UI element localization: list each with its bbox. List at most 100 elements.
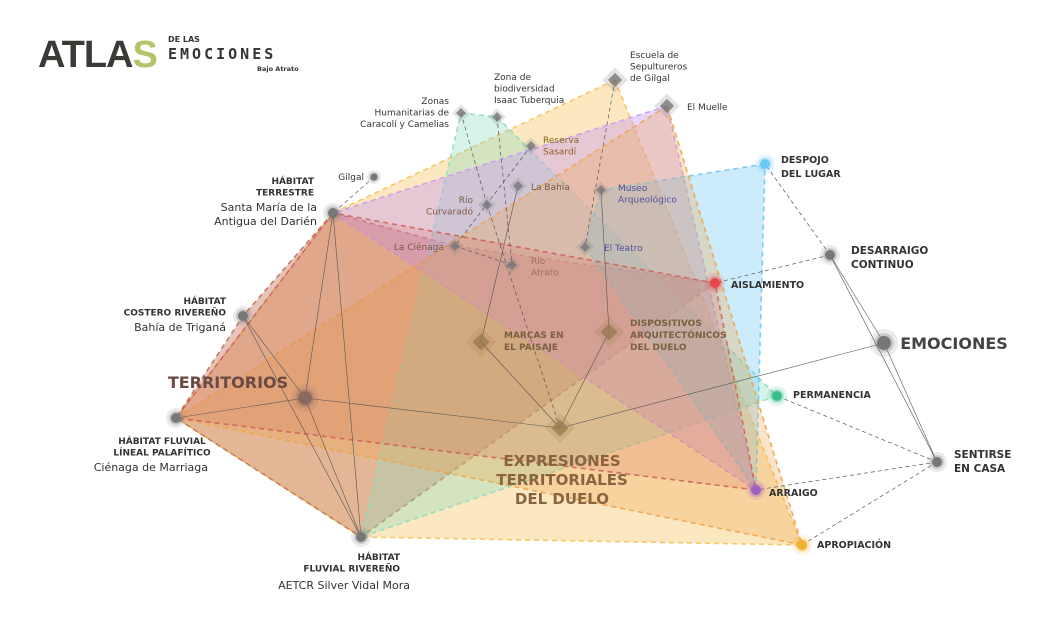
dashed-connector [584,79,616,248]
atlas-logo: ATLAS DE LAS EMOCIONES Bajo Atrato [38,34,308,78]
habitat-node-rivereno[interactable] [356,532,366,542]
place-label-bahia-line: La Bahía [531,183,570,193]
emotion-label-sentirse-line: EN CASA [954,463,1006,475]
place-label-escuela-line: Sepultureros [630,63,687,73]
connector-line [332,212,362,538]
emotion-label-despojo-line: DESPOJO [781,155,829,166]
hub-node-emociones[interactable] [877,336,891,350]
hub-label-expresiones-line: TERRITORIALES [496,471,628,489]
place-label-muelle: El Muelle [687,103,728,113]
place-node-teatro[interactable] [580,242,590,252]
place-node-gilgal[interactable] [370,173,378,181]
place-label-atrato-line: Río [531,257,546,267]
hub-label-expresiones-line: DEL DUELO [515,490,609,508]
connector-line [829,254,885,344]
place-node-cienaga[interactable] [450,241,460,251]
dashed-connector [801,461,938,546]
dashed-connector [496,116,513,266]
place-label-escuela-line: Escuela de [630,51,679,61]
green-area [359,112,779,539]
habitat-place-lineal-line: Ciénaga de Marriaga [94,461,208,474]
place-node-bahia[interactable] [513,181,523,191]
hub-label-emociones: EMOCIONES [900,334,1008,353]
dashed-connector [454,245,513,266]
dashed-connector [755,461,938,491]
place-node-reserva[interactable] [526,141,536,151]
place-label-reserva-line: Sasardí [543,148,577,158]
emotion-node-sentirse[interactable] [932,457,942,467]
connector-line [242,315,306,399]
hub-label-marcas-line: MARCAS EN [504,331,564,341]
connector-line [829,254,938,463]
emotion-node-desarraigo[interactable] [825,250,835,260]
place-node-atrato[interactable] [507,260,517,270]
connector-line [304,397,561,429]
place-label-biodiv-line: Isaac Tuberquia [494,96,564,106]
emotion-label-desarraigo-line: DESARRAIGO [851,245,928,257]
habitat-title-terrestre-line: HÁBITAT [271,175,314,187]
hub-label-dispositivos-line: DEL DUELO [630,343,687,353]
habitat-place-rivereno-line: AETCR Silver Vidal Mora [278,579,410,592]
hub-label-emociones-line: EMOCIONES [900,334,1008,353]
logo-atlas: ATLAS [38,34,158,76]
habitat-place-costero: Bahía de Triganá [134,321,226,334]
emotion-node-arraigo[interactable] [751,485,761,495]
emotion-label-arraigo: ARRAIGO [769,488,818,499]
place-label-muelle-line: El Muelle [687,103,728,113]
hub-node-expresiones[interactable] [551,419,569,437]
dashed-connector [714,254,831,284]
habitat-node-costero[interactable] [238,311,248,321]
habitat-title-lineal-line: LÍNEAL PALAFÍTICO [113,447,211,459]
emotion-label-apropiacion-line: APROPIACIÓN [817,539,891,551]
logo-emociones: EMOCIONES [168,45,277,63]
emotion-label-despojo-line: DEL LUGAR [781,169,841,180]
place-label-teatro-line: El Teatro [604,244,643,254]
place-label-curvarado-line: Curvaradó [426,207,473,218]
place-label-gilgal: Gilgal [338,173,364,183]
place-label-zonas-line: Zonas [421,97,449,107]
place-label-gilgal-line: Gilgal [338,173,364,183]
hub-label-dispositivos-line: DISPOSITIVOS [630,319,702,329]
connector-line [242,315,362,538]
emotion-node-despojo[interactable] [760,159,770,169]
emotion-label-arraigo-line: ARRAIGO [769,488,818,499]
habitat-title-terrestre-line: TERRESTRE [256,189,314,199]
place-label-biodiv-line: Zona de [494,73,531,83]
place-node-escuela[interactable] [607,72,623,88]
connector-line [175,397,306,419]
hub-node-dispositivos[interactable] [600,323,618,341]
hub-node-marcas[interactable] [472,333,490,351]
hub-node-territorios[interactable] [298,391,312,405]
habitat-place-rivereno: AETCR Silver Vidal Mora [278,579,410,592]
habitat-node-terrestre[interactable] [328,208,338,218]
place-label-biodiv-line: biodiversidad [494,85,555,95]
connector-line [883,342,938,463]
habitat-place-terrestre-line: Antigua del Darién [214,215,317,228]
dashed-connector [332,176,375,214]
emotion-label-aislamiento: AISLAMIENTO [731,280,804,291]
habitat-node-lineal[interactable] [171,413,181,423]
emotion-node-aislamiento[interactable] [710,278,720,288]
place-node-museo[interactable] [596,185,606,195]
emotion-node-apropiacion[interactable] [797,540,807,550]
hub-label-territorios-line: TERRITORIOS [168,373,288,392]
place-node-curvarado[interactable] [482,200,492,210]
emotion-label-apropiacion: APROPIACIÓN [817,539,891,551]
habitat-title-terrestre: HÁBITAT TERRESTRE [256,175,315,199]
emotion-node-permanencia[interactable] [772,391,782,401]
place-node-muelle[interactable] [659,98,675,114]
connector-line [480,341,561,429]
place-label-cienaga: La Ciénaga [394,242,444,253]
